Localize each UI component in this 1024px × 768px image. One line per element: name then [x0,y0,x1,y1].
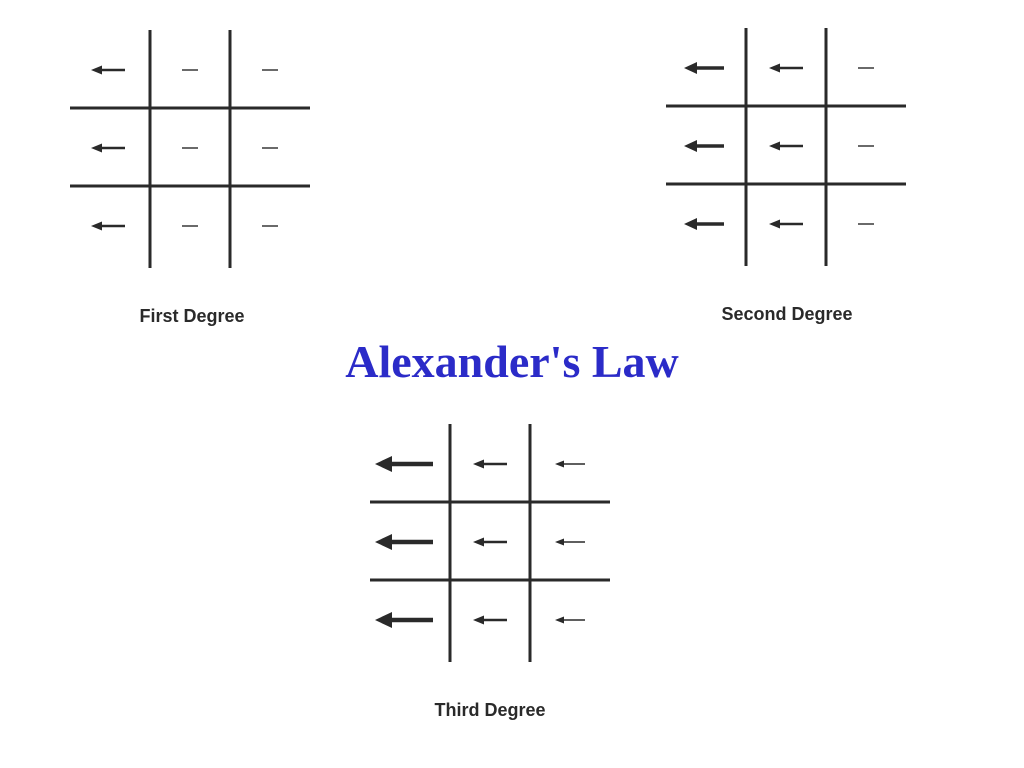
left-arrow-icon [684,140,724,152]
left-arrow-icon [473,459,507,469]
left-arrow-icon [375,612,433,628]
left-arrow-icon [684,62,724,74]
left-arrow-icon [473,537,507,547]
page-title: Alexander's Law [345,336,679,387]
left-arrow-icon [555,460,585,468]
third-degree-grid [370,424,610,662]
second-degree-grid [666,28,906,266]
second-degree-caption: Second Degree [721,304,853,324]
left-arrow-icon [375,456,433,472]
left-arrow-icon [769,219,803,229]
left-arrow-icon [91,143,125,153]
left-arrow-icon [555,616,585,624]
second-degree-diagram [656,18,916,278]
third-degree-caption: Third Degree [434,700,546,720]
third-degree-diagram [360,414,620,674]
left-arrow-icon [375,534,433,550]
first-degree-caption: First Degree [139,306,245,326]
left-arrow-icon [91,221,125,231]
left-arrow-icon [769,141,803,151]
left-arrow-icon [684,218,724,230]
first-degree-grid [70,30,310,268]
left-arrow-icon [91,65,125,75]
left-arrow-icon [473,615,507,625]
first-degree-diagram [60,20,320,280]
left-arrow-icon [769,63,803,73]
left-arrow-icon [555,538,585,546]
